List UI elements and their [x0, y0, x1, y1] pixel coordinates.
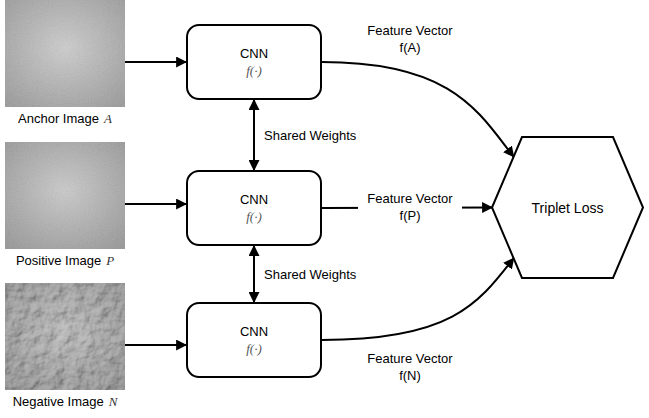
process-box: CNNf(·) [186, 170, 322, 246]
feature-label: Feature Vector f(N) [358, 350, 462, 384]
math-symbol: N [109, 394, 118, 409]
negative-texture [5, 283, 125, 390]
anchor-texture [5, 0, 125, 107]
flow-arrow [322, 62, 514, 157]
image-input: Positive Image P [3, 142, 127, 269]
positive-texture [5, 142, 125, 249]
image-frame [5, 0, 125, 107]
caption-text: Negative Image [13, 394, 104, 409]
box-title: CNN [240, 192, 268, 208]
math-symbol: P [106, 253, 114, 268]
feature-label: Feature Vector f(P) [358, 190, 462, 224]
image-caption: Negative Image N [3, 394, 127, 410]
function-symbol: f(·) [246, 208, 262, 225]
box-title: CNN [240, 324, 268, 340]
flow-arrow [125, 203, 186, 205]
caption-text: Anchor Image [18, 111, 99, 126]
image-input: Anchor Image A [3, 0, 127, 127]
edge-label: Shared Weights [264, 266, 356, 283]
process-box: CNNf(·) [186, 302, 322, 378]
function-symbol: f(·) [246, 340, 262, 357]
box-title: CNN [240, 46, 268, 62]
shared-link [253, 246, 255, 302]
caption-text: Positive Image [16, 253, 101, 268]
image-frame [5, 142, 125, 249]
image-frame [5, 283, 125, 390]
image-caption: Positive Image P [3, 253, 127, 269]
process-box: CNNf(·) [186, 24, 322, 100]
feature-label: Feature Vector f(A) [358, 22, 462, 56]
image-input: Negative Image N [3, 283, 127, 410]
image-caption: Anchor Image A [3, 111, 127, 127]
loss-hexagon: Triplet Loss [490, 135, 645, 280]
flow-arrow [125, 61, 186, 63]
flow-arrow [125, 344, 186, 346]
loss-title: Triplet Loss [532, 200, 604, 216]
function-symbol: f(·) [246, 62, 262, 79]
edge-label: Shared Weights [264, 127, 356, 144]
shared-link [253, 100, 255, 170]
math-symbol: A [104, 111, 112, 126]
